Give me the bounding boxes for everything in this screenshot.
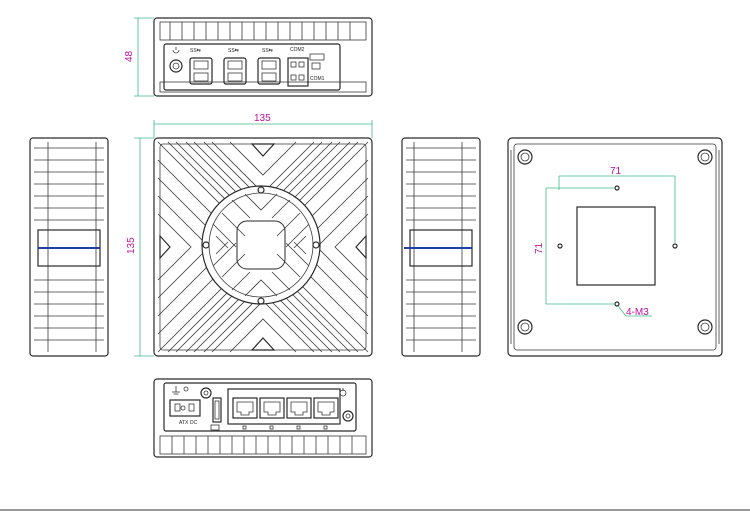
com2-port-icon (287, 57, 309, 87)
power-right-label: DC (190, 420, 198, 426)
front-height-dimension (134, 17, 154, 97)
top-height-label: 135 (126, 237, 137, 254)
front-height-label: 48 (124, 50, 135, 62)
lan-port-4-icon (313, 397, 339, 419)
top-width-label: 135 (254, 113, 271, 124)
lan-port-1-icon (232, 397, 258, 419)
usb-port-2-icon (223, 57, 247, 85)
power-button-icon (169, 47, 183, 73)
usb-3-label: SS⇆ (262, 48, 273, 54)
lan-port-3-icon (286, 397, 312, 419)
screw-callout-leader (617, 305, 652, 317)
left-side-view (29, 137, 109, 357)
com1-label: COM1 (310, 76, 325, 82)
top-triangle-marks (159, 143, 367, 351)
front-view: SS⇆ SS⇆ SS⇆ COM2 COM1 48 (124, 17, 373, 97)
usb-1-label: SS⇆ (190, 48, 201, 54)
com1-port-icon (309, 53, 325, 70)
hdmi-port-icon (212, 397, 222, 423)
audio-jack-icon (200, 387, 212, 399)
usb-port-3-icon (257, 57, 281, 85)
lan-ports (227, 388, 341, 425)
usb-2-label: SS⇆ (228, 48, 239, 54)
network-icons (242, 425, 328, 430)
bottom-view: 71 71 4-M3 (507, 137, 723, 357)
rear-view: ATX DC (153, 378, 373, 458)
power-terminal-icon (169, 399, 201, 417)
bottom-hole-spacing-y-label: 71 (534, 242, 545, 254)
power-switch-icon (339, 388, 347, 397)
antenna-connector-icon (342, 410, 354, 422)
sim-slot-icon (210, 424, 220, 431)
bottom-hole-dimension-y (545, 187, 615, 305)
top-height-dimension (134, 137, 154, 357)
usb-port-1-icon (189, 57, 213, 85)
screw-callout-label: 4-M3 (626, 307, 649, 318)
top-view: 135 135 (126, 113, 373, 357)
right-side-view (401, 137, 481, 357)
com2-label: COM2 (290, 47, 305, 53)
fan-grille (201, 185, 321, 305)
ground-icon (172, 386, 180, 395)
power-left-label: ATX (179, 420, 189, 426)
ground-screw-icon (183, 386, 189, 392)
bottom-plate (576, 206, 656, 286)
lan-port-2-icon (259, 397, 285, 419)
top-width-dimension (153, 120, 373, 138)
bottom-hole-spacing-x-label: 71 (610, 166, 622, 177)
